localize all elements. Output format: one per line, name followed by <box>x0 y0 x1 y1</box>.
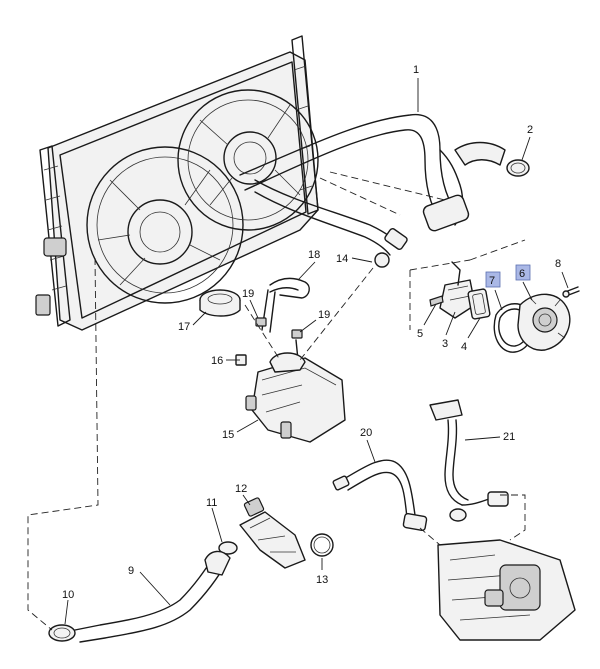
callout-13: 13 <box>316 574 328 586</box>
leader-lines <box>64 78 569 625</box>
callout-7-highlight <box>485 271 501 288</box>
callout-1: 1 <box>413 64 419 76</box>
heater-hose-outlet <box>429 399 509 522</box>
callout-16: 16 <box>211 355 223 367</box>
callout-labels: 1 2 3 4 5 6 7 8 9 10 11 12 13 14 15 16 1… <box>62 64 561 601</box>
callout-8: 8 <box>555 258 561 270</box>
callout-12: 12 <box>235 483 247 495</box>
callout-19-upper: 19 <box>242 288 254 300</box>
callout-3: 3 <box>442 338 448 350</box>
reservoir-cap <box>199 289 241 317</box>
callout-2: 2 <box>527 124 533 136</box>
coolant-outlet-housing <box>218 497 334 569</box>
callout-4: 4 <box>461 341 467 353</box>
small-coolant-hose <box>254 179 408 268</box>
callout-10: 10 <box>62 589 74 601</box>
water-pump-assembly <box>493 286 580 353</box>
radiator-fan-assembly <box>35 35 319 331</box>
callout-18: 18 <box>308 249 320 261</box>
coolant-reservoir <box>235 352 346 443</box>
callout-7: 7 <box>489 275 495 287</box>
callout-15: 15 <box>222 429 234 441</box>
callout-19-lower: 19 <box>318 309 330 321</box>
dashed-guide-lines <box>27 171 526 631</box>
overflow-hose <box>255 277 310 361</box>
callout-20: 20 <box>360 427 372 439</box>
upper-radiator-hose <box>239 113 506 232</box>
callout-9: 9 <box>128 565 134 577</box>
callout-6: 6 <box>519 268 525 280</box>
callout-17: 17 <box>178 321 190 333</box>
lower-radiator-hose <box>48 550 231 643</box>
heater-hose-inlet <box>332 459 428 532</box>
hose-clamp-2 <box>506 159 530 177</box>
callout-6-highlight <box>515 264 531 281</box>
callout-21: 21 <box>503 431 515 443</box>
callout-14: 14 <box>336 253 348 265</box>
callout-11: 11 <box>206 497 217 509</box>
callout-5: 5 <box>417 328 423 340</box>
engine-block <box>437 539 576 641</box>
thermostat-housing <box>429 261 491 320</box>
